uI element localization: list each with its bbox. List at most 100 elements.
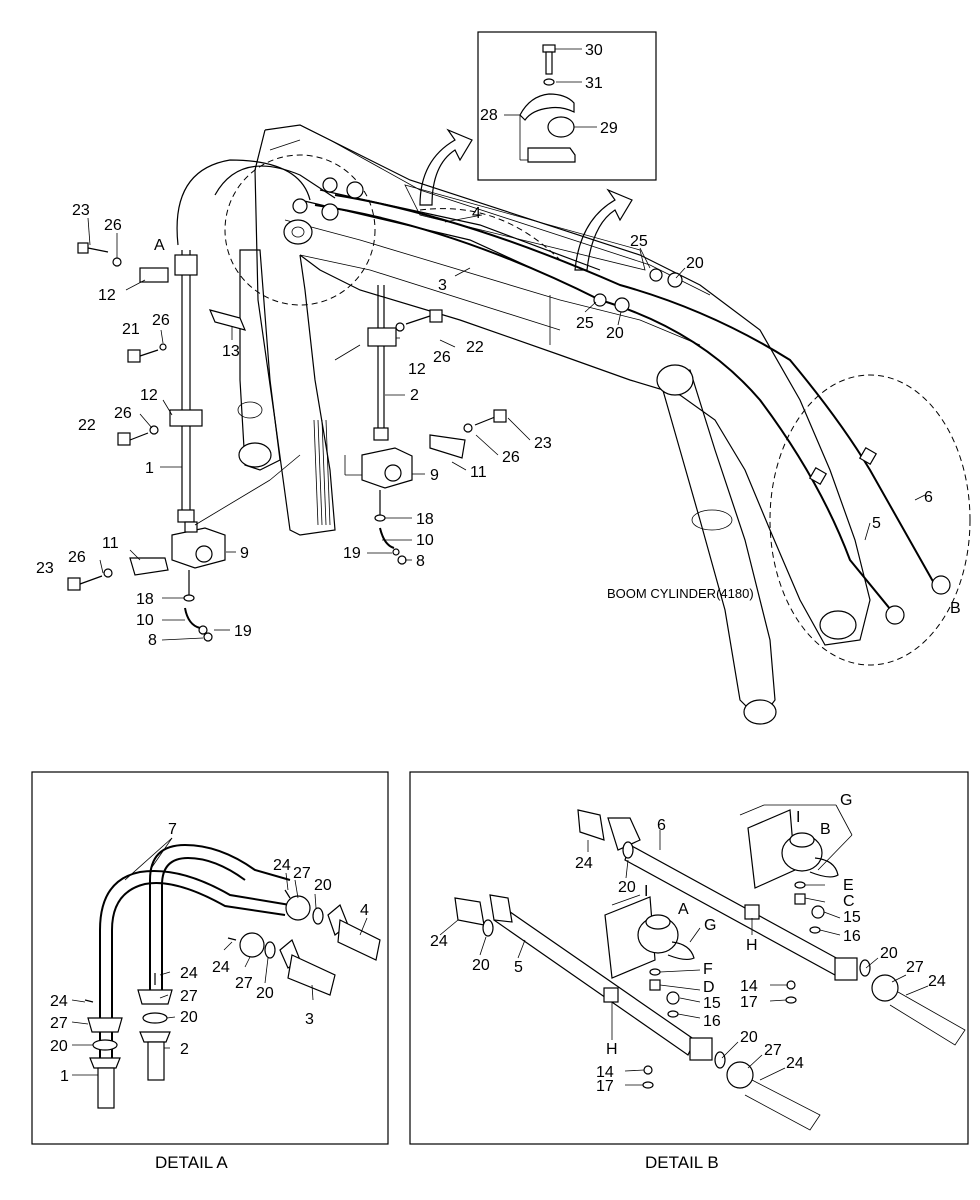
label-6: 6 <box>924 489 933 506</box>
label-26-mid: 26 <box>152 312 170 329</box>
label-10-right: 10 <box>416 532 434 549</box>
detail-a-zone <box>224 154 376 306</box>
label-2: 2 <box>410 387 419 404</box>
detail-b-label-h-top: H <box>746 937 758 954</box>
detail-b-label-6: 6 <box>657 817 666 834</box>
detail-a-flange-2 <box>137 989 173 1005</box>
boom-column <box>254 129 336 536</box>
label-18-right: 18 <box>416 511 434 528</box>
detail-b-bracket-i-lower <box>604 896 656 979</box>
label-18-left: 18 <box>136 591 154 608</box>
hose-fitting-a <box>174 254 198 276</box>
label-26-far-right: 26 <box>502 449 520 466</box>
label-12-right: 12 <box>408 361 426 378</box>
label-1: 1 <box>145 460 154 477</box>
detail-a-flange-1 <box>87 1017 123 1033</box>
label-19-left: 19 <box>234 623 252 640</box>
detail-a-frame <box>31 771 389 1145</box>
detail-b-label-20-top: 20 <box>618 879 636 896</box>
detail-b-flange-upper <box>871 974 899 1002</box>
label-30: 30 <box>585 42 603 59</box>
detail-a-flange-3 <box>239 932 265 958</box>
middle-sensor-assembly <box>334 285 507 565</box>
detail-a-label-27-left: 27 <box>50 1015 68 1032</box>
detail-b-label-15-top: 15 <box>843 909 861 926</box>
detail-b-label-17-lower: 17 <box>596 1078 614 1095</box>
detail-b-label-27-bottom: 27 <box>764 1042 782 1059</box>
detail-b-label-i-bottom: I <box>644 883 648 900</box>
label-31: 31 <box>585 75 603 92</box>
detail-b-label-20-left: 20 <box>472 957 490 974</box>
clamp-12-top <box>139 267 169 283</box>
detail-b-label-17-upper: 17 <box>740 994 758 1011</box>
detail-b-label-f: F <box>703 961 713 978</box>
label-26-left: 26 <box>114 405 132 422</box>
arm-cylinder <box>659 369 776 721</box>
detail-b-label-15-bottom: 15 <box>703 995 721 1012</box>
bracket-11-right <box>429 434 466 459</box>
label-20-top: 20 <box>686 255 704 272</box>
inset-frame <box>477 31 657 181</box>
detail-a-flange-4 <box>285 895 311 921</box>
detail-b-label-20-right: 20 <box>880 945 898 962</box>
label-9-left: 9 <box>240 545 249 562</box>
label-b: B <box>950 600 961 617</box>
inset-arrow-right <box>574 188 633 271</box>
clamp-lower-half <box>527 147 576 163</box>
detail-b-label-24-bottom: 24 <box>786 1055 804 1072</box>
detail-b-label-g-bottom: G <box>704 917 716 934</box>
detail-b-label-d: D <box>703 979 715 996</box>
label-29: 29 <box>600 120 618 137</box>
boom-cylinder-note: BOOM CYLINDER(4180) <box>607 586 754 601</box>
detail-a-label-24-right: 24 <box>180 965 198 982</box>
detail-b-caption: DETAIL B <box>645 1153 719 1172</box>
washer-26-a <box>112 257 122 267</box>
detail-a-label-20-right: 20 <box>180 1009 198 1026</box>
pipe-3 <box>299 199 581 291</box>
label-10-left: 10 <box>136 612 154 629</box>
detail-b-label-20-bottom: 20 <box>740 1029 758 1046</box>
main-labels: 4 3 25 20 25 20 23 26 A 12 21 26 13 12 2… <box>36 202 961 649</box>
detail-b-zone <box>769 374 971 666</box>
label-20-bottom: 20 <box>606 325 624 342</box>
bolt-30-shank <box>545 51 553 75</box>
bracket-13 <box>208 309 247 331</box>
detail-a-label-27-right: 27 <box>180 988 198 1005</box>
washer-31 <box>543 78 555 86</box>
arm-cylinder-pin <box>656 364 694 396</box>
detail-b-label-27-right: 27 <box>906 959 924 976</box>
label-25-bottom: 25 <box>576 315 594 332</box>
detail-b-label-5: 5 <box>514 959 523 976</box>
label-21: 21 <box>122 321 140 338</box>
detail-b-label-24-top: 24 <box>575 855 593 872</box>
detail-a-hose-inner <box>149 843 291 1000</box>
inset-arrow-left <box>419 128 473 206</box>
label-26-bottom: 26 <box>68 549 86 566</box>
detail-b-label-16-bottom: 16 <box>703 1013 721 1030</box>
detail-b-flange-lower <box>726 1061 754 1089</box>
detail-b-panel: G I B 6 24 20 E C 15 16 H 24 20 5 I A G … <box>409 771 969 1145</box>
label-4: 4 <box>472 205 481 222</box>
boom-assembly <box>237 124 871 725</box>
detail-b-label-e: E <box>843 877 854 894</box>
detail-b-label-16-top: 16 <box>843 928 861 945</box>
leader-lines-main <box>87 214 926 641</box>
detail-b-label-i-top: I <box>796 809 800 826</box>
detail-a-label-7: 7 <box>168 821 177 838</box>
detail-b-label-14-upper: 14 <box>740 978 758 995</box>
detail-a-caption: DETAIL A <box>155 1153 228 1172</box>
clamp-inset: 30 31 28 29 <box>477 31 657 181</box>
label-12-top: 12 <box>98 287 116 304</box>
detail-b-label-h-bottom: H <box>606 1041 618 1058</box>
detail-b-label-b: B <box>820 821 831 838</box>
boom-cylinder-body <box>404 184 646 271</box>
label-23-bottom: 23 <box>36 560 54 577</box>
detail-a-label-20-left: 20 <box>50 1038 68 1055</box>
detail-a-label-24-mid: 24 <box>212 959 230 976</box>
boom-cylinder-left <box>239 249 281 471</box>
label-9-right: 9 <box>430 467 439 484</box>
label-23-right: 23 <box>534 435 552 452</box>
detail-a-label-27-mid: 27 <box>235 975 253 992</box>
label-11-right: 11 <box>470 464 487 481</box>
